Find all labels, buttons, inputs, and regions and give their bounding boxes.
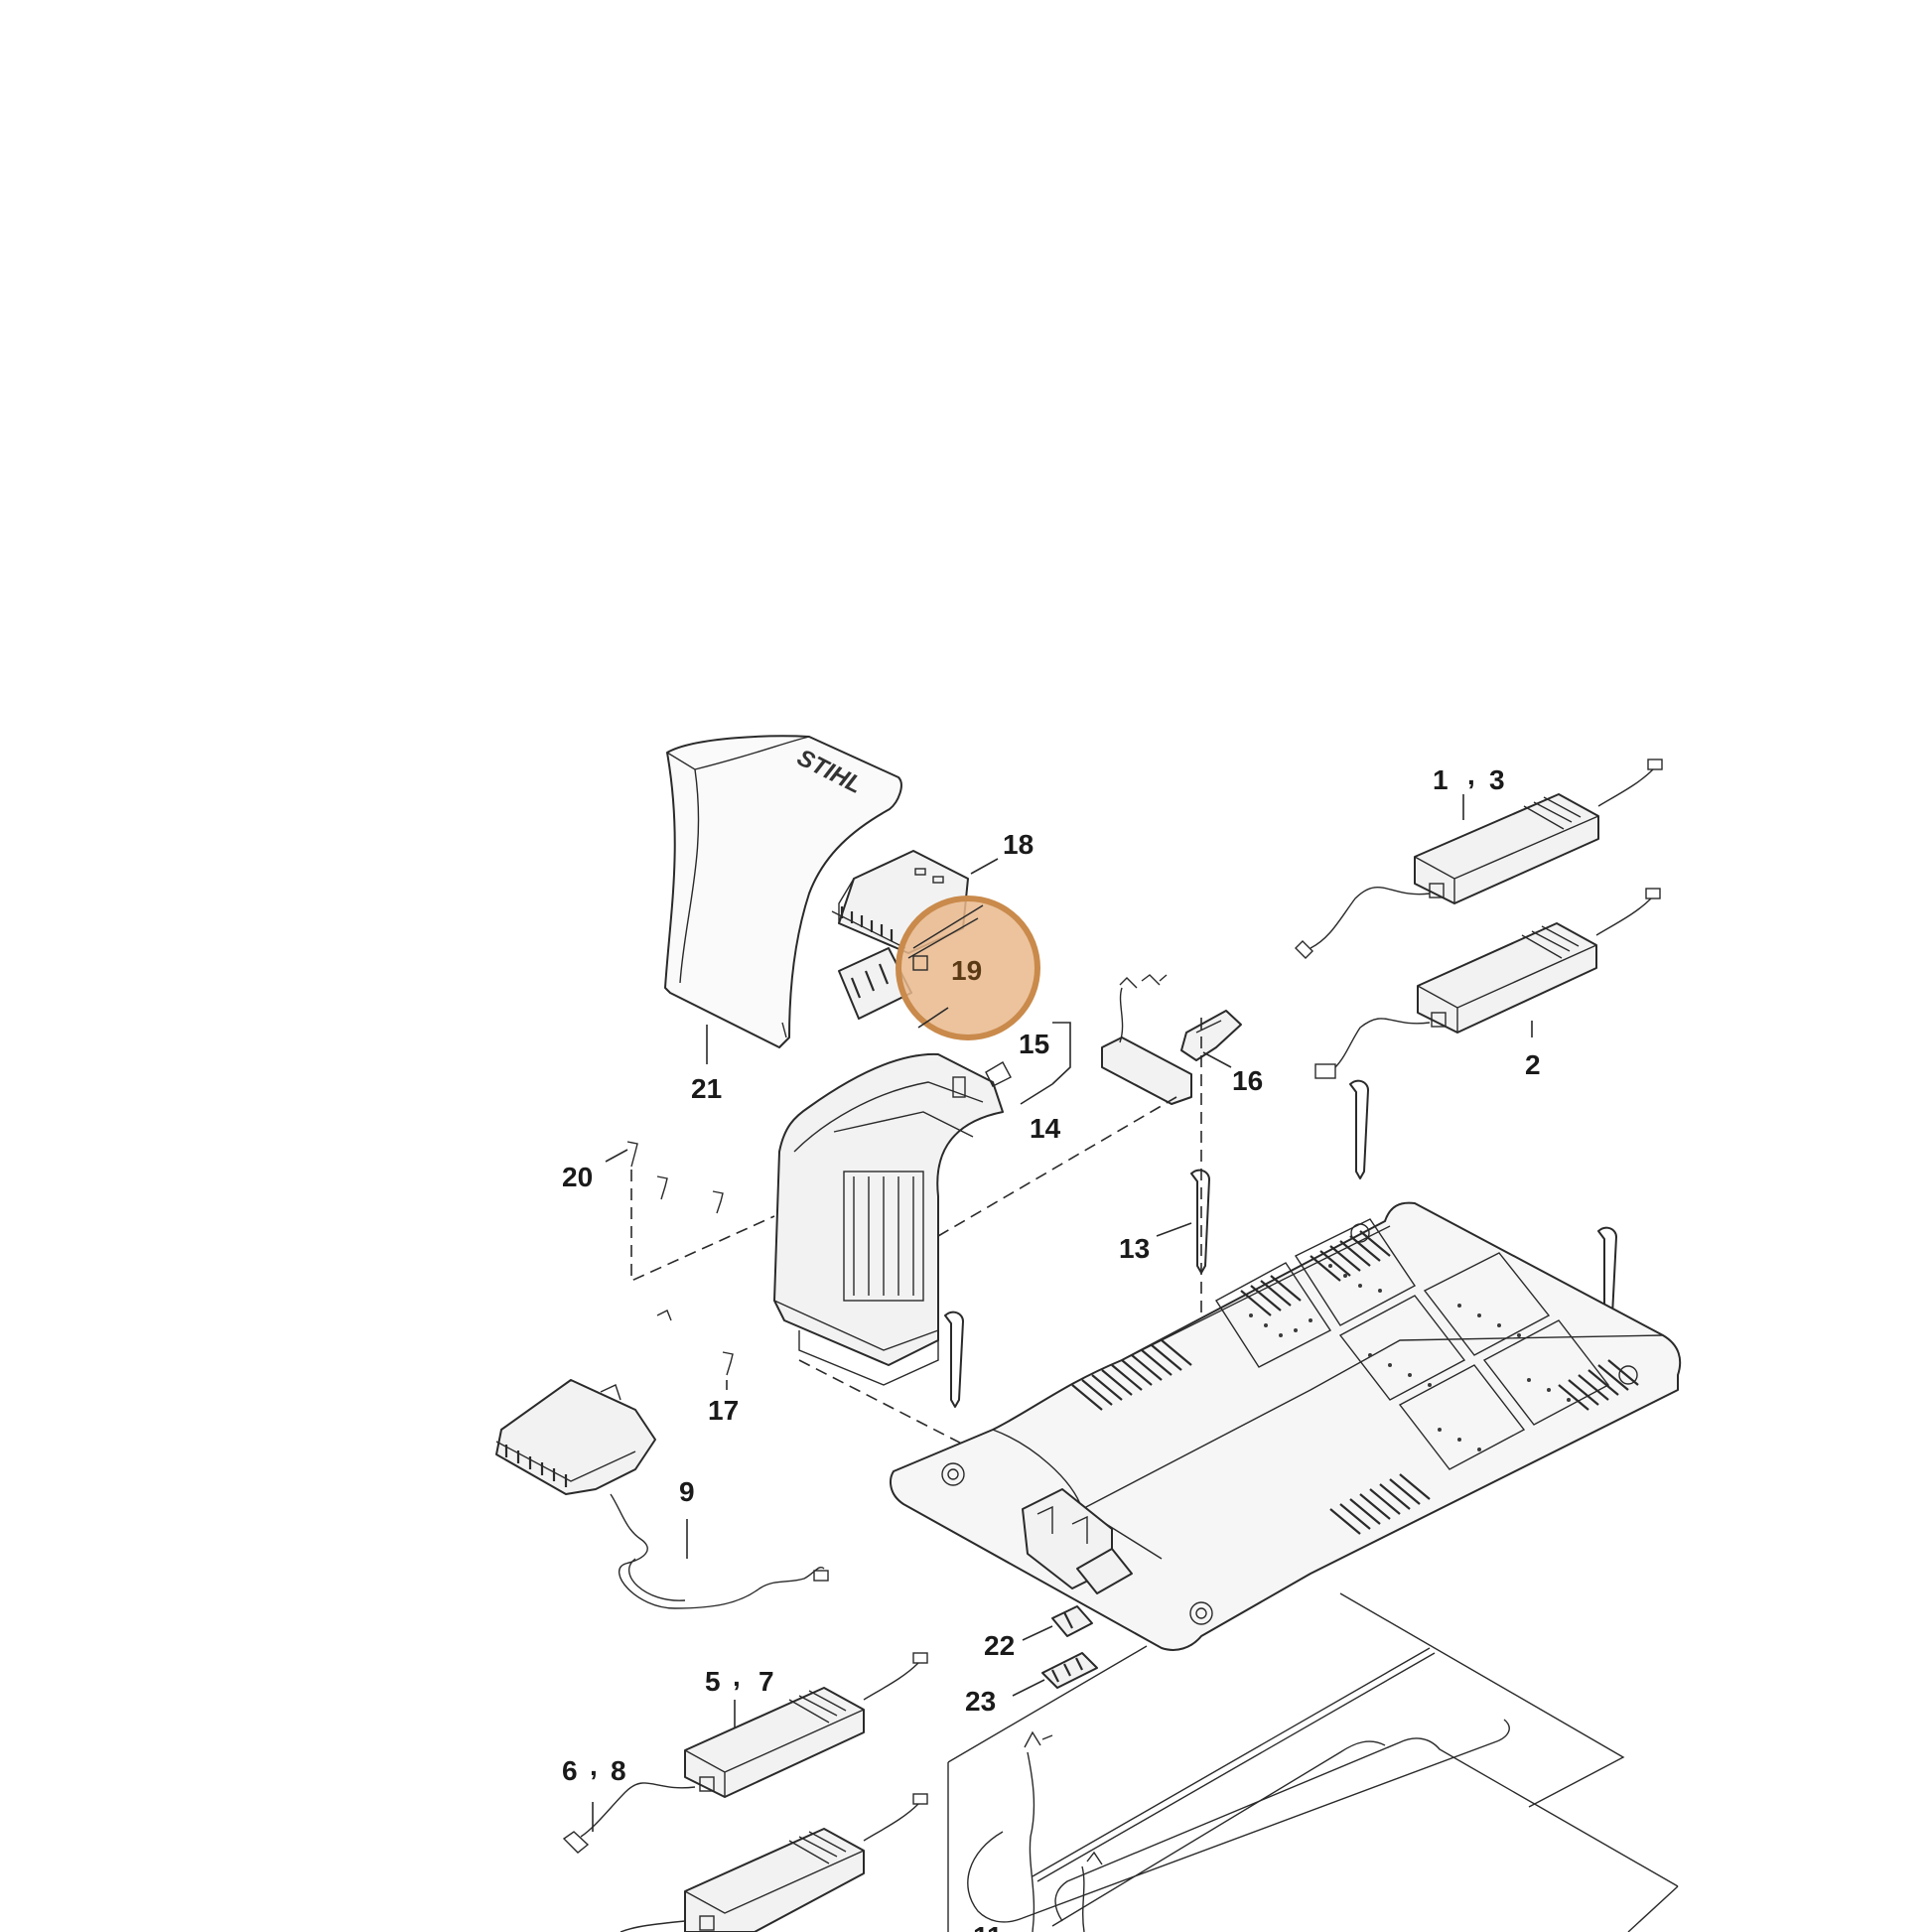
charging-contact-bracket[interactable]: [1101, 974, 1242, 1105]
label-16: 16: [1232, 1065, 1263, 1096]
perimeter-wire-area[interactable]: [947, 1592, 1679, 1932]
highlight-marker-19[interactable]: 19: [896, 896, 1040, 1040]
label-14: 14: [1030, 1113, 1061, 1144]
connector-22[interactable]: [1051, 1605, 1093, 1637]
plate-slots: [1071, 1230, 1639, 1535]
screws[interactable]: [626, 1141, 734, 1376]
label-22: 22: [984, 1630, 1015, 1661]
label-7: 7: [759, 1666, 774, 1697]
label-19: 19: [951, 955, 982, 986]
label-6: 6: [562, 1755, 578, 1786]
connector-23[interactable]: [1041, 1652, 1098, 1689]
power-supply-2[interactable]: [1314, 888, 1661, 1079]
label-23: 23: [965, 1686, 996, 1717]
label-1-3-sep: ,: [1467, 759, 1475, 790]
label-5-7-sep: ,: [733, 1661, 741, 1692]
label-6-8-sep: ,: [590, 1750, 598, 1781]
base-housing[interactable]: [773, 1052, 1004, 1386]
power-supply-1[interactable]: [1295, 759, 1663, 959]
label-8: 8: [611, 1755, 626, 1786]
cover-hood[interactable]: STIHL: [664, 735, 902, 1048]
board-with-cable[interactable]: [495, 1379, 829, 1609]
label-13: 13: [1119, 1233, 1150, 1264]
label-17: 17: [708, 1395, 739, 1426]
label-18: 18: [1003, 829, 1034, 860]
label-3: 3: [1489, 764, 1505, 795]
label-1: 1: [1433, 764, 1449, 795]
housing-cells: [843, 1171, 924, 1302]
label-2: 2: [1525, 1049, 1541, 1080]
power-supply-5[interactable]: [562, 1652, 928, 1854]
plate-dots: [1249, 1264, 1571, 1451]
base-plate[interactable]: [890, 1201, 1682, 1651]
label-9: 9: [679, 1476, 695, 1507]
label-5: 5: [705, 1666, 721, 1697]
clip[interactable]: [985, 1061, 1012, 1087]
plate-grid: [1215, 1218, 1610, 1470]
label-21: 21: [691, 1073, 722, 1104]
power-supply-6[interactable]: [620, 1793, 928, 1932]
label-11: 11: [973, 1921, 1003, 1932]
label-20: 20: [562, 1162, 593, 1192]
label-15: 15: [1019, 1029, 1049, 1059]
